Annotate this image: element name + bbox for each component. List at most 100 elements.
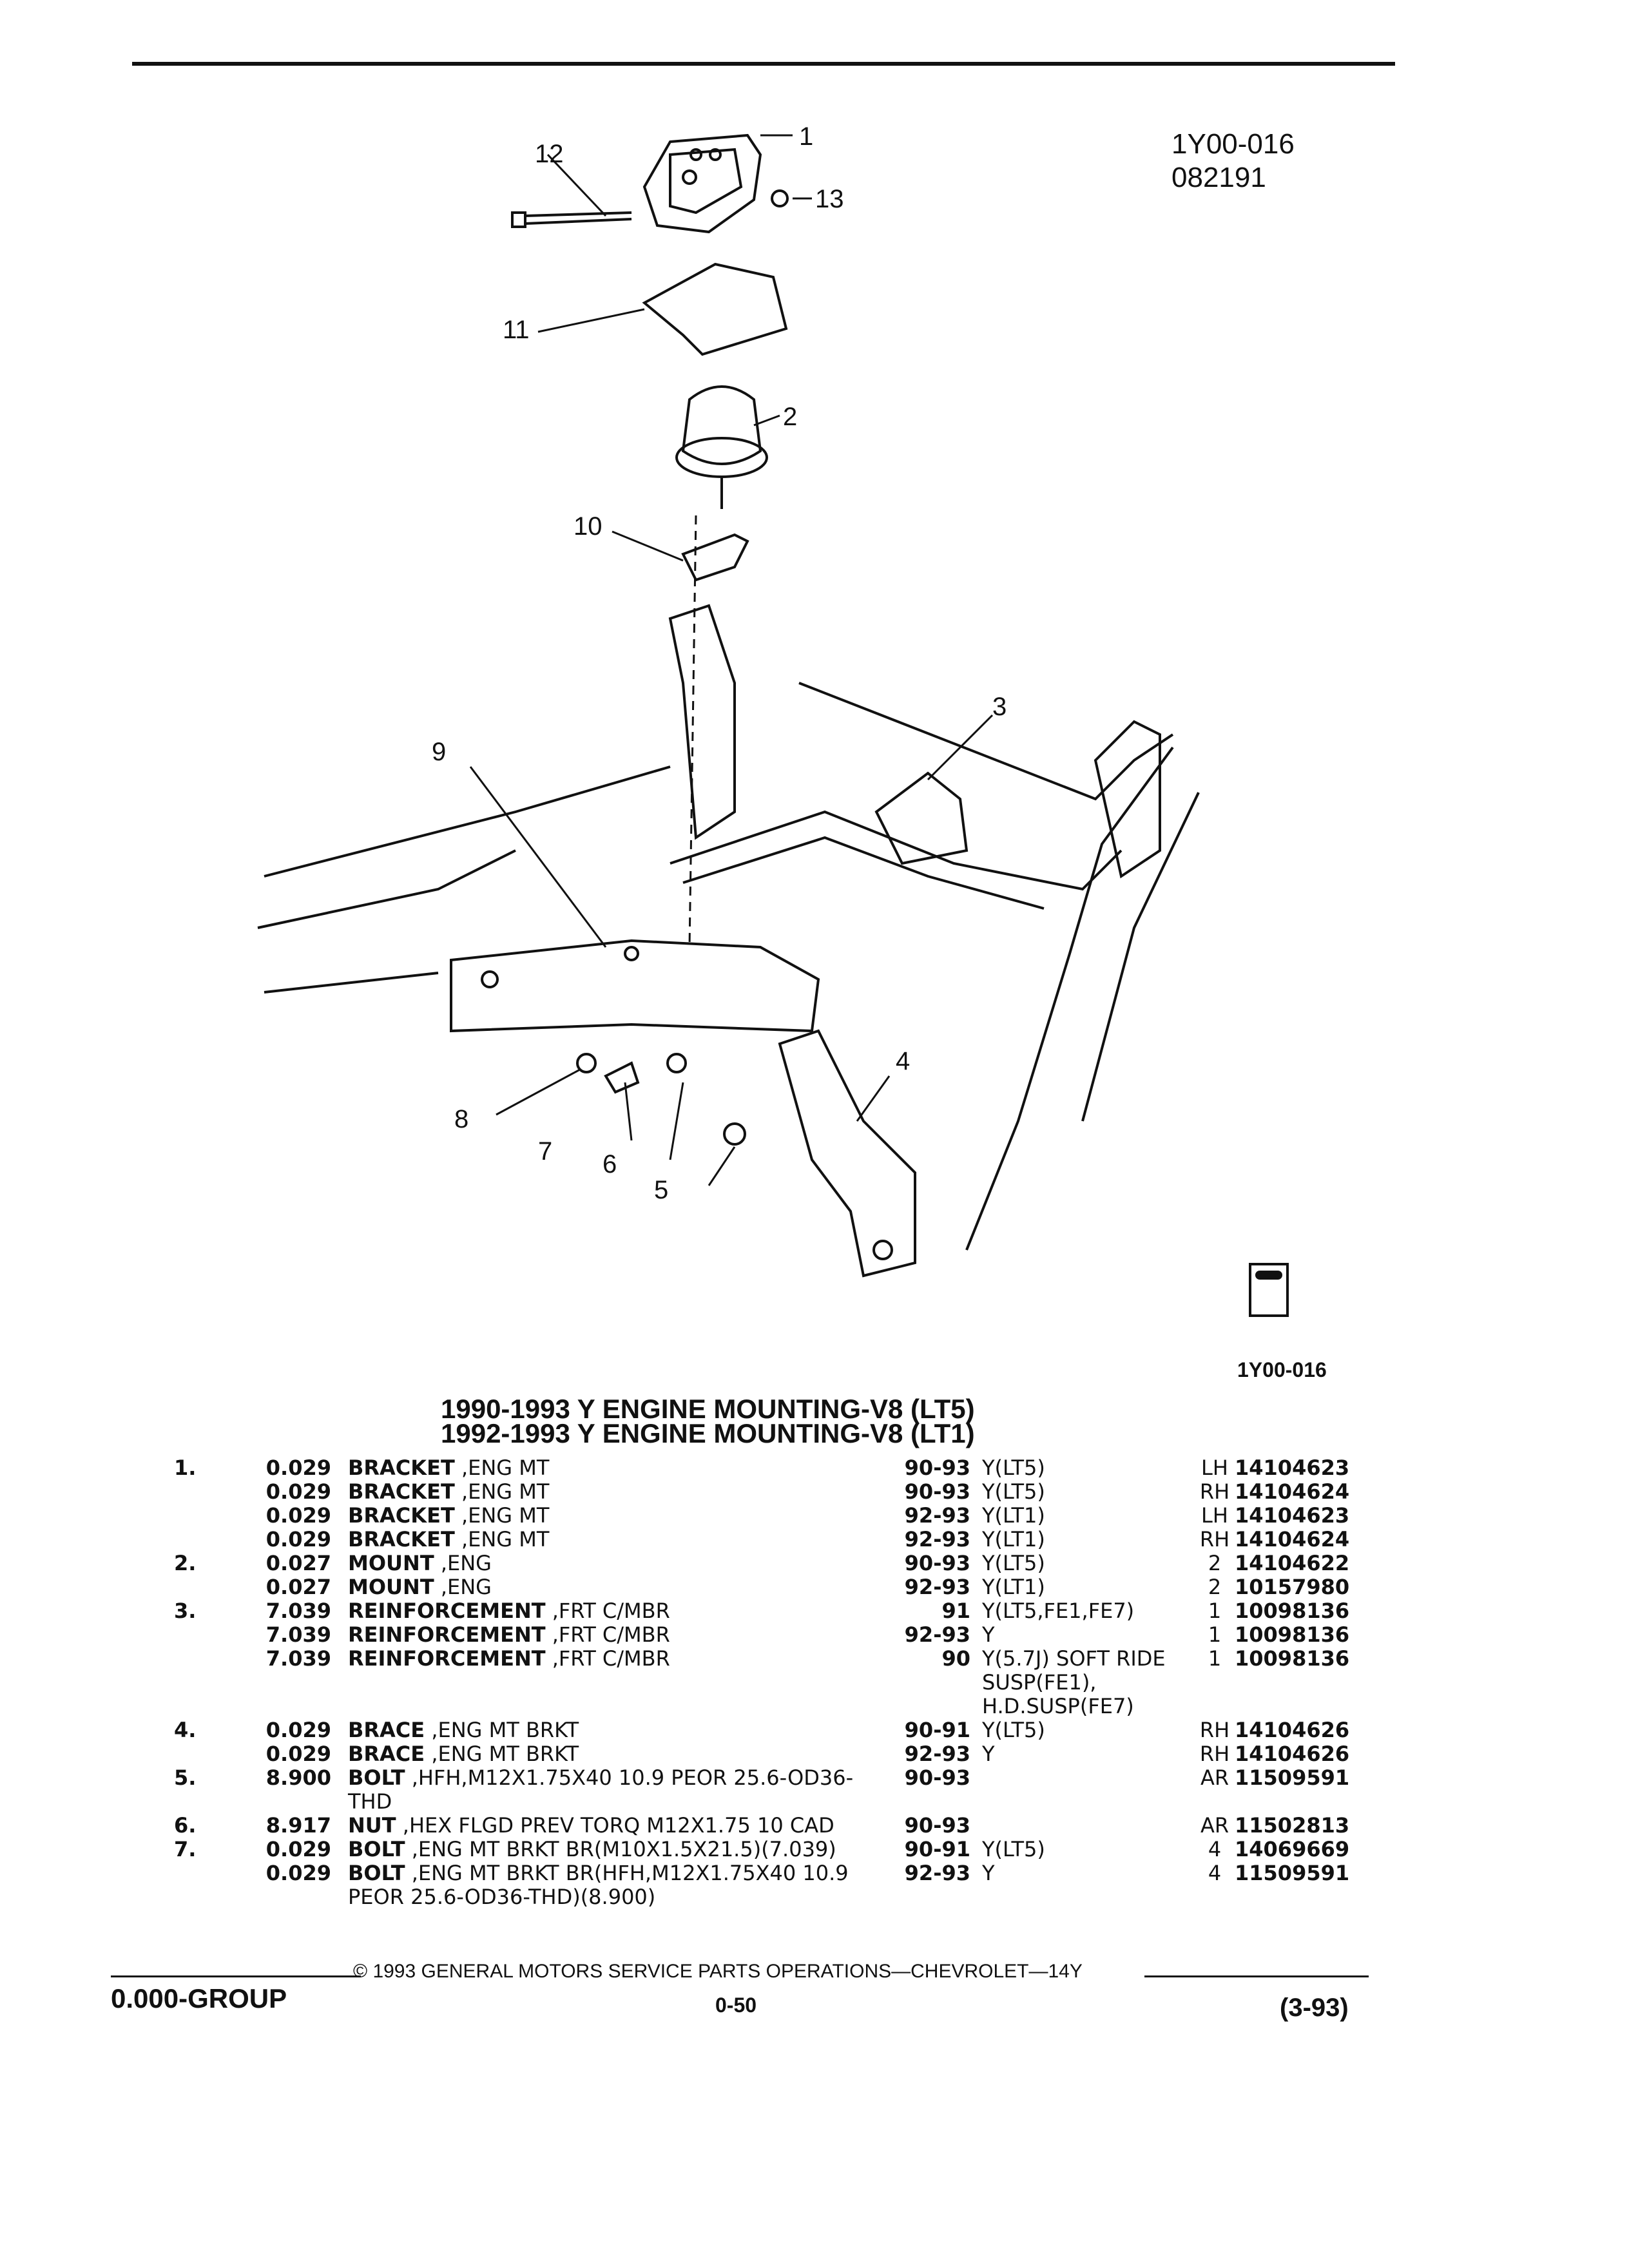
part-name: BRACKET (348, 1456, 455, 1480)
figure-ref-bottom: 1Y00-016 (1237, 1358, 1327, 1381)
model-code (982, 1814, 1195, 1838)
quantity: 1 (1208, 1646, 1222, 1671)
part-description: BRACKET ,ENG MT (348, 1528, 885, 1552)
callout-4: 4 (896, 1047, 910, 1075)
model-code: Y (982, 1861, 995, 1885)
footer-rule-left (111, 1975, 361, 1977)
quantity: RH (1199, 1718, 1230, 1742)
model-code: Y(LT5,FE1,FE7) (982, 1599, 1135, 1623)
callout-7: 7 (538, 1137, 552, 1166)
part-description: BOLT ,ENG MT BRKT BR(M10X1.5X21.5)(7.039… (348, 1838, 885, 1861)
figure-ref-date: 082191 (1171, 162, 1266, 193)
part-number: 14104622 (1235, 1551, 1350, 1575)
group-number: 8.900 (265, 1765, 331, 1790)
part-description: MOUNT ,ENG (348, 1575, 885, 1599)
figure-ref-code: 1Y00-016 (1171, 128, 1295, 160)
group-number: 0.029 (265, 1503, 331, 1528)
part-name: BOLT (348, 1765, 405, 1790)
model-code: Y (982, 1742, 995, 1766)
shim-part-10 (681, 533, 749, 582)
model-code: Y(LT1) (982, 1527, 1045, 1552)
top-rule (132, 62, 1395, 66)
nut-part-13 (771, 189, 789, 207)
model-years: 90 (941, 1646, 970, 1671)
group-number: 7.039 (265, 1599, 331, 1623)
group-number: 7.039 (265, 1622, 331, 1647)
figure-reference: 1Y00-016 082191 (1171, 128, 1295, 195)
part-description: REINFORCEMENT ,FRT C/MBR (348, 1623, 885, 1647)
model-years: 90-93 (904, 1813, 970, 1838)
model-years: 92-93 (904, 1861, 970, 1885)
part-description: BRACKET ,ENG MT (348, 1504, 885, 1528)
model-years: 92-93 (904, 1742, 970, 1766)
part-spec: ,FRT C/MBR (552, 1622, 670, 1647)
model-code: Y(LT5) (982, 1479, 1045, 1504)
callout-5: 5 (654, 1176, 668, 1204)
part-name: BRACKET (348, 1479, 455, 1504)
revision-date: (3-93) (1280, 1994, 1349, 2022)
model-years: 90-93 (904, 1551, 970, 1575)
part-description: REINFORCEMENT ,FRT C/MBR (348, 1599, 885, 1623)
part-description: MOUNT ,ENG (348, 1552, 885, 1575)
model-years: 90-93 (904, 1456, 970, 1480)
part-number: 14104624 (1235, 1479, 1350, 1504)
item-index: 5. (174, 1765, 197, 1790)
item-index: 2. (174, 1551, 197, 1575)
model-code: Y(LT5) (982, 1837, 1045, 1861)
item-index (174, 1480, 251, 1504)
quantity: AR (1200, 1813, 1229, 1838)
part-spec: ,ENG MT BRKT (431, 1718, 579, 1742)
part-name: BRACKET (348, 1527, 455, 1552)
part-number: 14104624 (1235, 1527, 1350, 1552)
group-number: 0.029 (265, 1479, 331, 1504)
quantity: RH (1199, 1742, 1230, 1766)
part-description: BRACE ,ENG MT BRKT (348, 1718, 885, 1742)
model-years: 92-93 (904, 1503, 970, 1528)
quantity: RH (1199, 1479, 1230, 1504)
item-index (174, 1861, 251, 1909)
section-heading-1: 1990-1993 Y ENGINE MOUNTING-V8 (LT5) (441, 1394, 975, 1424)
part-name: REINFORCEMENT (348, 1622, 546, 1647)
item-index: 6. (174, 1813, 197, 1838)
model-code (982, 1766, 1195, 1814)
model-code: Y(LT1) (982, 1575, 1045, 1599)
part-name: BOLT (348, 1861, 405, 1885)
quantity: 2 (1208, 1575, 1222, 1599)
part-spec: ,ENG MT (461, 1503, 550, 1528)
group-number: 0.027 (265, 1575, 331, 1599)
bolt-part-7 (604, 1061, 640, 1094)
part-spec: ,HEX FLGD PREV TORQ M12X1.75 10 CAD (402, 1813, 834, 1838)
quantity: RH (1199, 1527, 1230, 1552)
group-number: 8.917 (265, 1813, 331, 1838)
item-index: 1. (174, 1456, 197, 1480)
callout-2: 2 (783, 403, 797, 431)
callout-12: 12 (535, 140, 564, 168)
quantity: 4 (1208, 1837, 1222, 1861)
reinforcement-part-3 (874, 771, 969, 865)
quantity: 1 (1208, 1622, 1222, 1647)
callout-10: 10 (574, 512, 602, 541)
part-spec: ,FRT C/MBR (552, 1599, 670, 1623)
quantity: 2 (1208, 1551, 1222, 1575)
model-years: 92-93 (904, 1527, 970, 1552)
part-description: REINFORCEMENT ,FRT C/MBR (348, 1647, 885, 1718)
group-number: 0.029 (265, 1861, 331, 1885)
model-code: Y(LT5) (982, 1551, 1045, 1575)
item-index (174, 1575, 251, 1599)
part-number: 14104626 (1235, 1742, 1350, 1766)
callout-1: 1 (799, 122, 813, 151)
item-index: 4. (174, 1718, 197, 1742)
part-number: 14069669 (1235, 1837, 1350, 1861)
quantity: LH (1201, 1456, 1228, 1480)
model-code: Y(LT5) (982, 1718, 1045, 1742)
part-number: 14104623 (1235, 1456, 1350, 1480)
item-index (174, 1742, 251, 1766)
callout-3: 3 (992, 693, 1007, 721)
item-index (174, 1647, 251, 1718)
model-years: 92-93 (904, 1622, 970, 1647)
